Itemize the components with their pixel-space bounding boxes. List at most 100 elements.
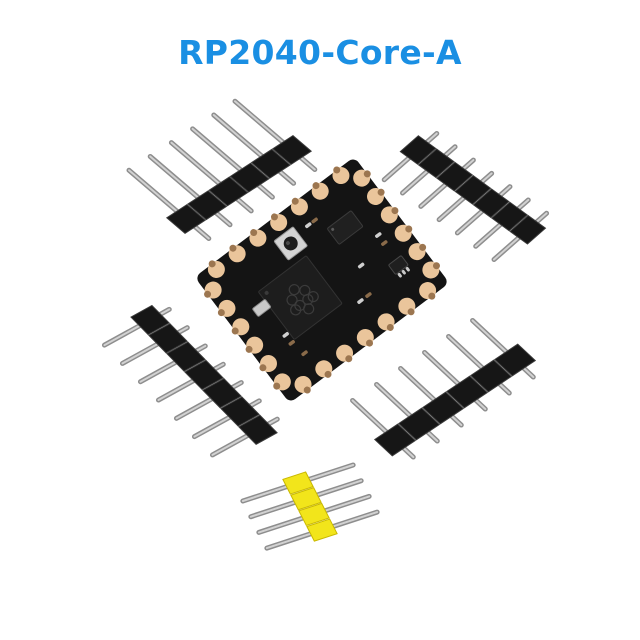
regulator-leg: [405, 266, 410, 272]
castellated-pad: [273, 373, 291, 391]
pin-header-bottom-right: [350, 317, 537, 460]
castellated-pad: [270, 213, 288, 231]
header-plastic-block: [166, 341, 206, 372]
castellated-pad: [217, 299, 236, 317]
pad-hole: [208, 260, 216, 268]
pad-hole: [245, 345, 253, 353]
pad-hole: [229, 244, 237, 252]
castellated-pad: [336, 344, 354, 363]
castellated-pad: [394, 224, 413, 242]
regulator-leg: [401, 269, 406, 275]
flash-chip: [327, 210, 363, 245]
pad-hole: [231, 327, 239, 335]
button-cap: [283, 236, 298, 251]
castellated-pad: [231, 318, 250, 336]
header-plastic-block: [454, 175, 492, 205]
castellated-pad: [367, 187, 385, 205]
castellated-pad: [294, 375, 312, 394]
castellated-pad: [207, 260, 225, 278]
header-plastic-block: [469, 359, 513, 393]
pad-hole: [377, 188, 385, 196]
product-title: RP2040-Core-A: [178, 33, 462, 72]
header-plastic-block: [208, 176, 249, 207]
passive-component: [381, 240, 388, 246]
header-plastic-block: [493, 343, 537, 377]
passive-component: [365, 292, 372, 298]
header-plastic-block: [184, 359, 224, 391]
header-plastic-block: [399, 135, 437, 165]
pcb-board: [197, 159, 447, 401]
castellated-pad: [377, 313, 395, 331]
pad-hole: [407, 308, 415, 316]
header-plastic-block: [421, 391, 465, 425]
header-plastic-block: [238, 414, 278, 445]
pad-hole: [363, 170, 371, 178]
castellated-pad: [228, 244, 246, 263]
flash-pin1-dot: [331, 227, 335, 231]
castellated-pad: [380, 206, 399, 224]
castellated-pad: [353, 169, 371, 187]
header-plastic-block: [290, 487, 322, 511]
header-plastic-block: [282, 471, 314, 495]
header-plastic-block: [202, 378, 242, 409]
header-plastic-block: [250, 148, 291, 179]
pad-hole: [419, 243, 427, 251]
passive-component: [305, 222, 312, 229]
passive-component: [375, 232, 382, 238]
passive-component: [357, 262, 365, 269]
button-cap-highlight: [285, 241, 290, 246]
header-plastic-block: [148, 323, 188, 354]
header-plastic-block: [491, 201, 528, 232]
passive-component: [311, 217, 318, 224]
header-plastic-block: [187, 190, 228, 221]
header-plastic-block: [271, 135, 313, 165]
crystal: [252, 299, 271, 317]
logo-segment: [302, 293, 314, 306]
castellated-pad: [245, 336, 264, 354]
castellated-pad: [315, 360, 333, 378]
regulator-leg: [397, 272, 402, 278]
logo-segment: [288, 284, 300, 296]
pin-header-bottom-left: [101, 304, 280, 458]
castellated-pad: [332, 166, 350, 185]
castellated-pad: [398, 297, 416, 316]
castellated-pad: [408, 243, 427, 261]
passive-component: [288, 339, 295, 346]
chip-pin1-dot: [264, 290, 269, 295]
logo-segment: [307, 291, 319, 303]
pad-hole: [291, 197, 299, 205]
pad-hole: [386, 323, 394, 331]
raspberry-logo-icon: [286, 284, 319, 316]
pad-hole: [366, 339, 374, 347]
header-plastic-block: [165, 204, 207, 234]
castellated-pad: [204, 281, 222, 299]
castellated-pad: [259, 355, 277, 373]
pad-hole: [204, 290, 212, 298]
castellated-pad: [290, 197, 308, 216]
pad-hole: [270, 213, 278, 221]
castellated-pad: [311, 182, 329, 200]
logo-segment: [290, 304, 302, 316]
passive-component: [357, 298, 364, 305]
header-plastic-block: [472, 188, 510, 219]
pin-header-top-left: [126, 98, 318, 241]
castellated-pad: [249, 229, 267, 247]
pad-hole: [432, 262, 440, 270]
header-plastic-block: [220, 396, 260, 427]
pad-hole: [345, 355, 353, 363]
pad-hole: [324, 370, 332, 378]
pad-hole: [428, 292, 436, 300]
header-plastic-block: [436, 161, 474, 192]
header-plastic-block: [509, 214, 547, 245]
header-plastic-block: [445, 375, 489, 409]
castellated-pad: [356, 329, 374, 347]
header-plastic-block: [130, 304, 170, 336]
pin-header-yellow: [240, 462, 380, 551]
header-plastic-block: [417, 148, 455, 179]
header-plastic-block: [373, 423, 417, 457]
pad-hole: [273, 382, 281, 390]
header-plastic-block: [306, 518, 338, 542]
castellated-pad: [422, 261, 440, 279]
pad-hole: [405, 225, 413, 233]
